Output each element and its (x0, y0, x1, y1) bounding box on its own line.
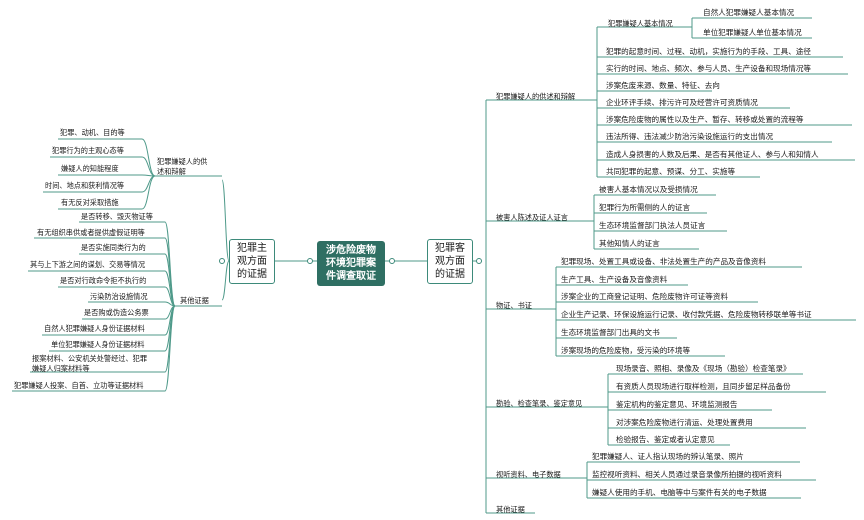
left-confession-item[interactable]: 嫌疑人的知能程度 (61, 164, 119, 173)
right-g1-sub-label[interactable]: 犯罪嫌疑人基本情况 (608, 19, 673, 28)
left-confession-label-line-1: 犯罪嫌疑人的供 (157, 157, 208, 166)
right-g1-item[interactable]: 违法所得、违法减少防治污染设施运行的支出情况 (606, 132, 774, 141)
left-other-item-multiline[interactable]: 报案材料、公安机关处警经过、犯罪 嫌疑人归案材料等 (32, 354, 162, 374)
right-g1-item[interactable]: 企业环评手续、排污许可及经营许可资质情况 (606, 98, 758, 107)
right-g4-label[interactable]: 勘验、检查笔录、鉴定意见 (496, 399, 583, 408)
left-confession-item[interactable]: 时间、地点和获利情况等 (45, 181, 125, 190)
right-g3-item[interactable]: 生产工具、生产设备及音像资料 (561, 275, 668, 284)
expand-knob[interactable] (476, 258, 482, 264)
right-g5-item[interactable]: 嫌疑人使用的手机、电脑等中与案件有关的电子数据 (592, 488, 767, 497)
right-g4-item[interactable]: 有资质人员现场进行取样检测，且同步留足样品备份 (616, 382, 791, 391)
left-other-item[interactable]: 是否对行政命令拒不执行的 (60, 276, 147, 285)
right-g4-item[interactable]: 检验报告、鉴定或者认定意见 (616, 435, 715, 444)
right-g2-item[interactable]: 被害人基本情况以及受损情况 (599, 185, 698, 194)
right-g4-item[interactable]: 现场录音、照相、录像及《现场（勘验）检查笔录》 (616, 364, 791, 373)
left-other-item[interactable]: 是否购或伪造公务票 (84, 308, 149, 317)
expand-knob[interactable] (389, 258, 395, 264)
connector (141, 175, 156, 210)
right-g1-label[interactable]: 犯罪嫌疑人的供述和辩解 (496, 92, 576, 101)
left-other-label[interactable]: 其他证据 (180, 296, 209, 305)
right-g1-sub-item[interactable]: 单位犯罪嫌疑人单位基本情况 (703, 28, 802, 37)
left-other-item[interactable]: 其与上下游之间的谋划、交易等情况 (30, 260, 146, 269)
right-g2-item[interactable]: 生态环境监督部门执法人员证言 (599, 221, 706, 230)
right-g6-label[interactable]: 其他证据 (496, 505, 525, 514)
right-g4-item[interactable]: 对涉案危险废物进行清运、处理处置费用 (616, 418, 753, 427)
left-confession-item[interactable]: 有无反对采取措施 (61, 198, 119, 207)
left-other-item[interactable]: 有无组织串供或者提供虚假证明等 (37, 228, 145, 237)
right-g2-item[interactable]: 犯罪行为所需侧的人的证言 (599, 203, 691, 212)
center-node[interactable]: 涉危险废物 环境犯罪案 件调查取证 (317, 241, 385, 286)
right-g1-item[interactable]: 涉案危废来源、数量、特征、去向 (606, 81, 720, 90)
right-g3-item[interactable]: 涉案现场的危险废物，受污染的环境等 (561, 346, 691, 355)
right-g5-item[interactable]: 犯罪嫌疑人、证人指认现场的辨认笔录、照片 (592, 452, 744, 461)
right-g5-item[interactable]: 监控视听资料、相关人员通过录音录像所拍摄的视听资料 (592, 470, 782, 479)
right-g2-item[interactable]: 其他知情人的证言 (599, 239, 660, 248)
connector (221, 260, 230, 301)
left-main-line-1: 犯罪主 (237, 243, 267, 254)
connector (221, 179, 230, 262)
left-other-item[interactable]: 是否转移、毁灭物证等 (81, 212, 153, 221)
left-other-item[interactable]: 是否实施同类行为的 (81, 243, 146, 252)
expand-knob[interactable] (307, 258, 313, 264)
left-confession-item[interactable]: 犯罪、动机、目的等 (60, 128, 125, 137)
right-g1-item[interactable]: 涉案危险废物的属性以及生产、暂存、转移或处置的流程等 (606, 115, 804, 124)
left-other-multi-line-1: 报案材料、公安机关处警经过、犯罪 (32, 354, 148, 363)
right-main-line-3: 的证据 (435, 269, 465, 280)
center-line-1: 涉危险废物 (326, 245, 376, 256)
right-main-line-2: 观方面 (435, 256, 465, 267)
right-g2-label[interactable]: 被害人陈述及证人证言 (496, 213, 568, 222)
left-confession-label[interactable]: 犯罪嫌疑人的供 述和辩解 (157, 157, 227, 177)
left-other-item[interactable]: 污染防治设施情况 (90, 292, 148, 301)
right-g1-item[interactable]: 造成人身损害的人数及后果、是否有其他证人、参与人和知情人 (606, 150, 819, 159)
right-g1-item[interactable]: 实行的时间、地点、频次、参与人员、生产设备和现场情况等 (606, 64, 812, 73)
right-g3-item[interactable]: 企业生产记录、环保设施运行记录、收付款凭据、危险废物转移联单等书证 (561, 310, 812, 319)
left-other-item[interactable]: 单位犯罪嫌疑人身份证据材料 (51, 340, 145, 349)
connector (141, 175, 156, 193)
center-line-2: 环境犯罪案 (326, 258, 376, 269)
right-g5-label[interactable]: 视听资料、电子数据 (496, 470, 561, 479)
connector (164, 305, 176, 373)
left-main-line-2: 观方面 (237, 256, 267, 267)
right-g3-item[interactable]: 生态环境监督部门出具的文书 (561, 328, 660, 337)
right-g1-item[interactable]: 犯罪的起意时间、过程、动机，实施行为的手段、工具、途径 (606, 47, 812, 56)
left-other-multi-line-2: 嫌疑人归案材料等 (32, 364, 90, 373)
subjective-evidence-node[interactable]: 犯罪主 观方面 的证据 (229, 239, 275, 284)
center-line-3: 件调查取证 (326, 271, 376, 282)
right-g3-label[interactable]: 物证、书证 (496, 301, 532, 310)
left-other-item[interactable]: 犯罪嫌疑人投案、自首、立功等证据材料 (14, 381, 144, 390)
connector (164, 305, 176, 392)
right-main-line-1: 犯罪客 (435, 243, 465, 254)
left-confession-item[interactable]: 犯罪行为的主观心态等 (52, 146, 124, 155)
right-g3-item[interactable]: 犯罪现场、处置工具或设备、非法处置生产的产品及音像资料 (561, 257, 767, 266)
right-g1-item[interactable]: 共同犯罪的起意、预谋、分工、实施等 (606, 167, 736, 176)
left-main-line-3: 的证据 (237, 269, 267, 280)
connector (141, 156, 156, 177)
left-confession-label-line-2: 述和辩解 (157, 167, 186, 176)
connector (164, 221, 176, 307)
right-g3-item[interactable]: 涉案企业的工商登记证明、危险废物许可证等资料 (561, 292, 729, 301)
expand-knob[interactable] (219, 258, 225, 264)
right-g1-sub-item[interactable]: 自然人犯罪嫌疑人基本情况 (703, 8, 795, 17)
left-other-item[interactable]: 自然人犯罪嫌疑人身份证据材料 (44, 324, 145, 333)
objective-evidence-node[interactable]: 犯罪客 观方面 的证据 (427, 239, 473, 284)
right-g4-item[interactable]: 鉴定机构的鉴定意见、环境监测报告 (616, 400, 738, 409)
